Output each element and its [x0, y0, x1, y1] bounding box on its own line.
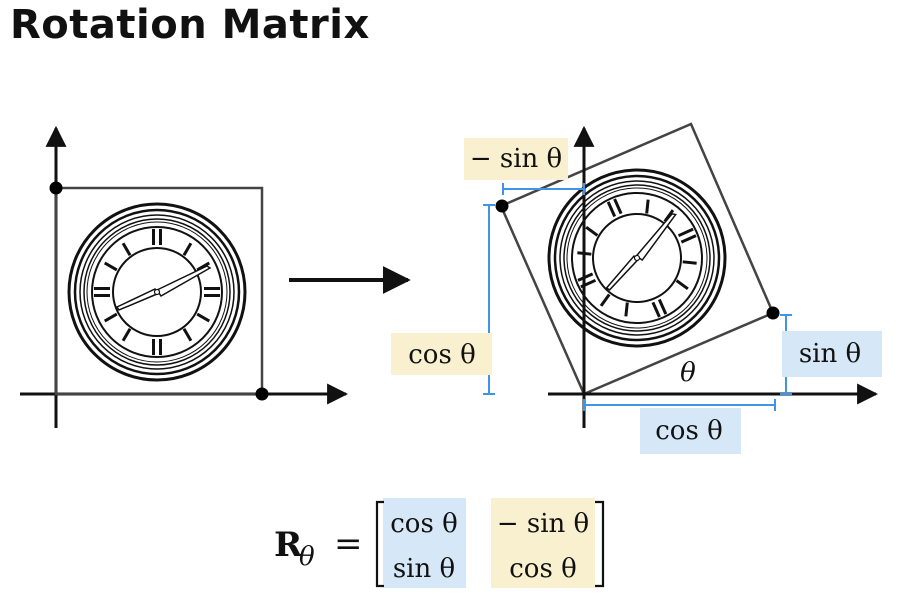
matrix-m12: − sin θ [497, 509, 589, 539]
cos-bottom-label: cos θ [655, 416, 722, 446]
right-bracket [595, 500, 605, 588]
right-point-left [495, 199, 509, 213]
slide-title: Rotation Matrix [10, 2, 370, 48]
cos-left-label: cos θ [408, 340, 475, 370]
neg-sin-label: − sin θ [470, 144, 562, 174]
rotation-equation: R θ = cos θ − sin θ sin θ cos θ [274, 498, 605, 588]
sin-right-label: sin θ [799, 339, 861, 369]
left-square [54, 186, 264, 396]
matrix-m21: sin θ [393, 554, 455, 584]
equation-lhs: R [274, 525, 303, 565]
matrix-m11: cos θ [390, 509, 457, 539]
left-clock [67, 202, 247, 382]
cos-left-highlight [391, 333, 492, 375]
left-point-right [255, 387, 269, 401]
equation-lhs-subscript: θ [299, 542, 315, 572]
right-point-right [766, 306, 780, 320]
matrix-col2-highlight [491, 498, 595, 588]
theta-label: θ [680, 358, 696, 388]
matrix-m22: cos θ [509, 554, 576, 584]
left-bracket [375, 500, 384, 588]
matrix-col1-highlight [383, 498, 466, 588]
rotated-square [499, 122, 775, 396]
sin-right-highlight [782, 331, 882, 377]
left-diagram [20, 125, 349, 428]
neg-sin-highlight [464, 138, 568, 180]
cos-bottom-highlight [640, 408, 741, 454]
equation-equals: = [334, 524, 363, 564]
left-point-top [49, 181, 63, 195]
right-diagram: − sin θ cos θ θ sin θ cos θ [391, 122, 882, 454]
